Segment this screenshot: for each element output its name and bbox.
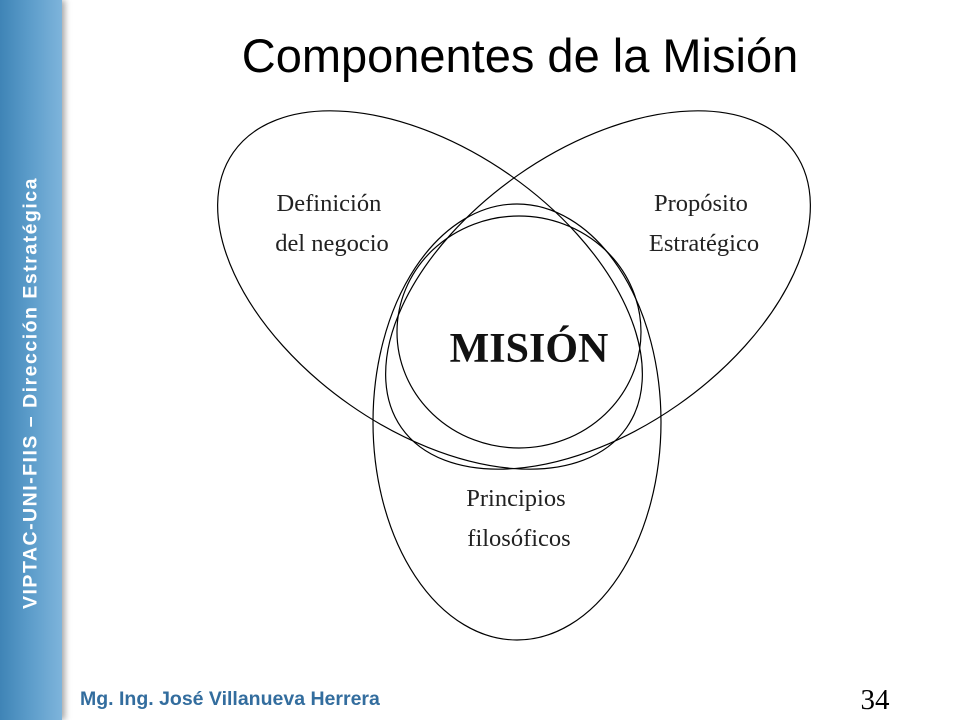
philosophical-principles-label: Principios filosóficos [466, 485, 572, 552]
strategic-purpose-ellipse [385, 110, 811, 470]
strategic-purpose-line-1: Propósito [654, 190, 748, 217]
philosophical-principles-ellipse [372, 203, 662, 641]
footer-author: Mg. Ing. José Villanueva Herrera [80, 688, 380, 710]
slide-title: Componentes de la Misión [241, 29, 799, 82]
business-definition-label: Definición del negocio [275, 190, 389, 257]
business-definition-line-1: Definición [277, 190, 382, 217]
philosophical-principles-line-2: filosóficos [467, 525, 570, 552]
strategic-purpose-label: Propósito Estratégico [649, 190, 759, 257]
strategic-purpose-line-2: Estratégico [649, 230, 759, 257]
philosophical-principles-line-1: Principios [466, 485, 565, 512]
business-definition-ellipse [217, 110, 643, 470]
business-definition-line-2: del negocio [275, 230, 389, 257]
sidebar-band: VIPTAC-UNI-FIIS – Dirección Estratégica [0, 0, 62, 720]
mission-circle [396, 215, 642, 449]
page-number: 34 [860, 684, 890, 716]
mission-label: MISIÓN [450, 325, 609, 372]
